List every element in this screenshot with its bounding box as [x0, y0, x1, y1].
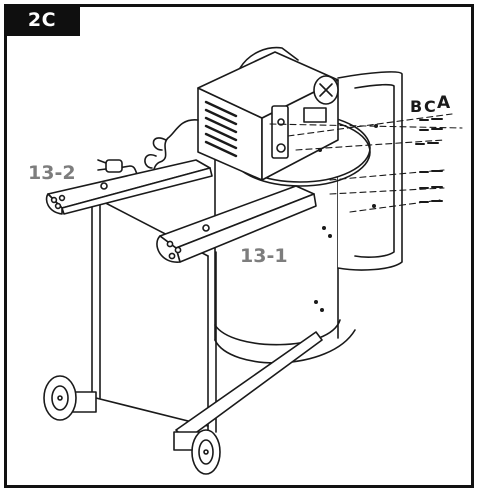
step-badge: 2C	[4, 4, 80, 36]
cable-letter-b: B	[410, 97, 422, 116]
electrical-unit	[197, 46, 339, 181]
step-label: 2C	[27, 9, 57, 31]
wheel-right	[191, 429, 221, 475]
cable-letter-c: C	[424, 97, 436, 116]
part-label-13-1: 13-1	[240, 245, 288, 267]
cable-letter-a: A	[437, 93, 451, 113]
bracket-13-1	[156, 185, 317, 263]
connector-marks	[415, 118, 443, 203]
part-label-13-2: 13-2	[28, 162, 76, 184]
bracket-13-2	[45, 159, 213, 215]
mounting-holes	[314, 124, 378, 312]
cart-frame	[63, 195, 323, 451]
wheel-left	[43, 375, 77, 421]
